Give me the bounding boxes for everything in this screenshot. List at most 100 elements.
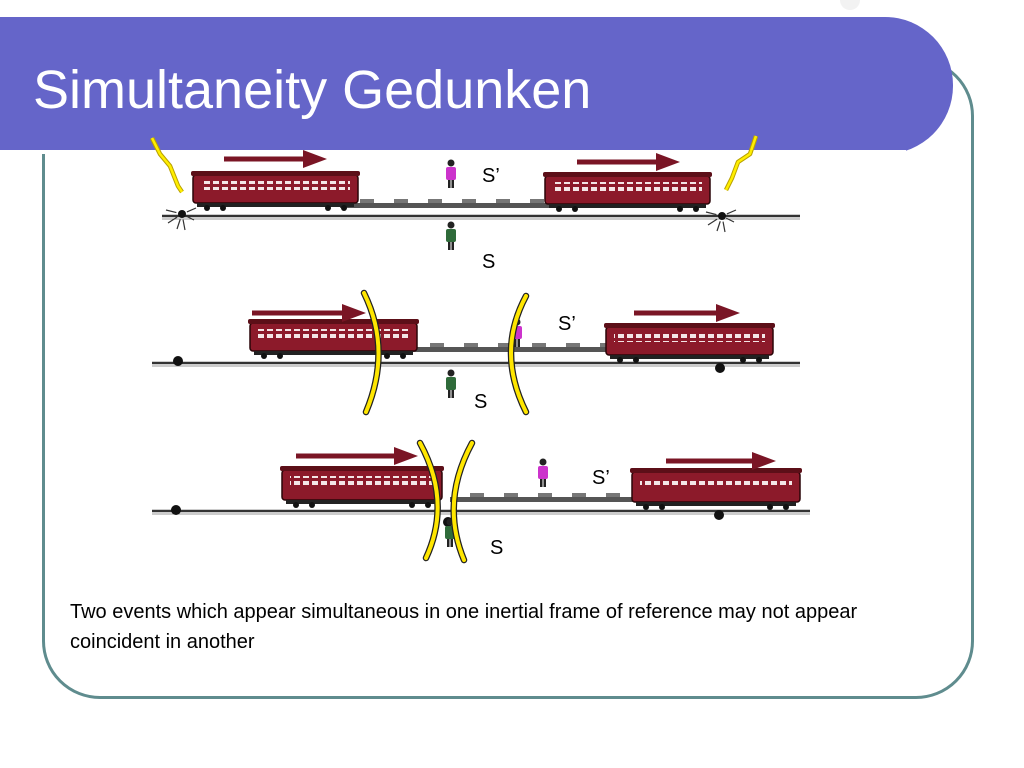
coupling-detail bbox=[538, 493, 552, 497]
coupling-detail bbox=[566, 343, 580, 347]
train-car-windows bbox=[553, 182, 702, 191]
impact-point bbox=[718, 212, 726, 220]
coupling-detail bbox=[606, 493, 620, 497]
coupling-detail bbox=[496, 199, 510, 203]
train-wheel bbox=[409, 502, 415, 508]
person-head bbox=[539, 458, 547, 466]
person-leg bbox=[451, 390, 454, 398]
train-wheel bbox=[633, 357, 639, 363]
person-leg bbox=[543, 479, 546, 487]
arrow-head bbox=[394, 447, 418, 465]
spark-ray bbox=[705, 211, 717, 216]
person-leg bbox=[447, 539, 450, 547]
moving-observer-icon bbox=[538, 458, 548, 487]
train-wheel bbox=[659, 504, 665, 510]
person-body bbox=[538, 466, 548, 479]
wavefront-core bbox=[451, 441, 474, 562]
moving-frame-label: S’ bbox=[482, 165, 500, 187]
train-car bbox=[604, 323, 775, 363]
coupling-detail bbox=[572, 493, 586, 497]
spark-ray bbox=[167, 216, 178, 224]
person-leg bbox=[448, 180, 451, 188]
arrow-head bbox=[656, 153, 680, 171]
arrow-head bbox=[752, 452, 776, 470]
coupling-detail bbox=[530, 199, 544, 203]
train-wheel bbox=[767, 504, 773, 510]
train-car-windows bbox=[640, 478, 792, 487]
train-car bbox=[248, 319, 419, 359]
moving-frame-label: S’ bbox=[558, 313, 576, 335]
train-car-chassis bbox=[610, 355, 769, 359]
arrow-head bbox=[716, 304, 740, 322]
person-leg bbox=[450, 539, 453, 547]
moving-frame-label: S’ bbox=[592, 467, 610, 489]
person-leg bbox=[451, 180, 454, 188]
coupling-detail bbox=[532, 343, 546, 347]
rest-observer-icon bbox=[446, 221, 456, 250]
track-marker bbox=[171, 505, 181, 515]
train-car-roof bbox=[191, 171, 360, 176]
train-wheel bbox=[277, 353, 283, 359]
train-car-chassis bbox=[286, 500, 438, 504]
title-underline bbox=[0, 150, 906, 154]
train-wheel bbox=[400, 353, 406, 359]
train-wheel bbox=[677, 206, 683, 212]
person-leg bbox=[448, 242, 451, 250]
panel-3: S’S bbox=[152, 439, 810, 564]
diagram-canvas: S’SS’SS’S bbox=[149, 135, 810, 564]
slide-frame bbox=[42, 58, 974, 699]
panel-1: S’S bbox=[149, 135, 800, 273]
spark-ray bbox=[722, 221, 726, 233]
slide-title: Simultaneity Gedunken bbox=[33, 60, 592, 120]
train-car-windows bbox=[258, 329, 409, 338]
spark-ray bbox=[707, 218, 718, 226]
person-body bbox=[446, 167, 456, 180]
train-car-windows bbox=[201, 181, 350, 190]
train-wheel bbox=[204, 205, 210, 211]
spark-ray bbox=[185, 215, 195, 221]
person-body bbox=[446, 377, 456, 390]
light-wavefront bbox=[507, 292, 530, 416]
train-car-roof bbox=[630, 468, 802, 473]
train-wheel bbox=[425, 502, 431, 508]
train-wheel bbox=[783, 504, 789, 510]
spark-ray bbox=[726, 209, 737, 215]
train-car-chassis bbox=[254, 351, 413, 355]
direction-arrow-icon bbox=[666, 452, 776, 470]
wavefront-core bbox=[418, 441, 440, 560]
direction-arrow-icon bbox=[634, 304, 740, 322]
spark-ray bbox=[176, 219, 181, 230]
title-bar: Simultaneity Gedunken bbox=[0, 17, 953, 154]
spark-ray bbox=[182, 219, 186, 231]
coupling-detail bbox=[430, 343, 444, 347]
train-car bbox=[630, 468, 802, 510]
track-marker bbox=[715, 363, 725, 373]
train-car-windows bbox=[614, 333, 765, 342]
train-car-roof bbox=[280, 466, 444, 471]
impact-spark-icon bbox=[165, 207, 197, 231]
slide-caption: Two events which appear simultaneous in … bbox=[70, 601, 858, 653]
train-wheel bbox=[384, 353, 390, 359]
person-head bbox=[447, 159, 455, 167]
train-wheel bbox=[693, 206, 699, 212]
wavefront-core bbox=[509, 294, 528, 414]
coupling-detail bbox=[394, 199, 408, 203]
person-leg bbox=[451, 242, 454, 250]
corner-decoration bbox=[840, 0, 860, 10]
bolt-core bbox=[150, 137, 184, 193]
train-coupling bbox=[410, 347, 620, 352]
train-wheel bbox=[740, 357, 746, 363]
person-leg bbox=[517, 339, 520, 347]
arrow-head bbox=[303, 150, 327, 168]
track-marker bbox=[173, 356, 183, 366]
train-car-roof bbox=[604, 323, 775, 328]
train-wheel bbox=[556, 206, 562, 212]
bolt-core bbox=[724, 135, 758, 191]
spark-ray bbox=[716, 221, 721, 232]
train-car-roof bbox=[543, 172, 712, 177]
train-wheel bbox=[261, 353, 267, 359]
spark-ray bbox=[165, 209, 177, 214]
train-coupling bbox=[340, 203, 560, 208]
train-wheel bbox=[617, 357, 623, 363]
